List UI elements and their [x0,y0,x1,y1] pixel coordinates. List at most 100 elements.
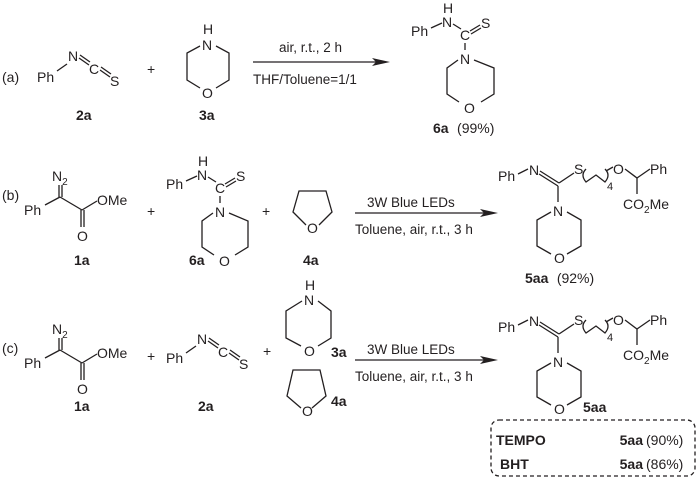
bond [81,200,98,211]
bond [517,319,529,326]
plus-sign: + [263,343,271,359]
atom-n: N [529,313,539,329]
additive-product: 5aa [620,432,644,448]
ring-bonds [292,190,333,226]
chain-bonds [582,319,609,334]
atom-s: S [574,161,583,177]
bond [208,337,220,346]
bond [44,196,61,206]
compound-1a-structure: N2 Ph OMe O [24,168,128,244]
bond [228,352,240,361]
atom-n: N [68,48,78,64]
atom-ph: Ph [166,350,183,366]
bond [538,173,559,187]
atom-c: C [460,27,470,43]
ring-bonds-right [317,300,332,347]
compound-label-6a: 6a [433,120,449,136]
atom-h: H [198,153,208,169]
bond [452,23,462,30]
additives-box: TEMPO 5aa (90%) BHT 5aa (86%) [490,419,696,477]
plus-sign: + [262,203,270,219]
atom-n: N [442,14,452,30]
atom-n: N [202,37,212,53]
compound-4a-structure: O [292,190,333,236]
bond [207,176,217,183]
group-co2me: CO2Me [623,196,669,216]
atom-n2: N2 [52,168,68,188]
conditions-below: THF/Toluene=1/1 [253,72,357,87]
atom-ph: Ph [498,319,515,335]
dashed-border [490,419,696,477]
atom-o: O [554,401,565,417]
compound-label-5aa: 5aa [525,270,549,286]
bond [430,22,443,29]
row-label-c: (c) [2,340,18,356]
ring-bonds [286,369,327,409]
atom-o: O [219,253,230,269]
compound-1a-structure: N2 Ph OMe O [24,321,128,397]
compound-2a-structure: Ph N C S [37,48,119,89]
atom-o: O [77,228,88,244]
compound-6a-structure: H Ph N C S N O [411,0,495,116]
compound-5aa-structure: Ph N S 4 O Ph CO2Me N O [498,161,669,266]
ring-bonds-right [566,211,582,255]
ring-bonds-right [215,45,230,89]
atom-n: N [215,204,225,220]
compound-label-2a: 2a [76,107,92,123]
bond [229,349,241,358]
atom-n: N [553,203,563,219]
bond [624,319,638,330]
additive-result-bht: 5aa [620,456,644,472]
atom-s: S [239,356,248,372]
additive-yield-bht: (86%) [646,456,683,472]
atom-ph: Ph [411,23,428,39]
atom-n: N [460,51,470,67]
reaction-arrow-b: 3W Blue LEDs Toluene, air, r.t., 3 h [355,195,498,237]
atom-h: H [203,21,213,37]
atom-o: O [202,85,213,101]
bond [636,319,651,330]
atom-h: H [305,277,315,293]
product-label-6a: 6a (99%) [433,120,494,137]
compound-label-3a: 3a [199,107,215,123]
ring-bonds-left [446,59,460,103]
additive-product: 5aa [620,456,644,472]
atom-ph: Ph [498,168,515,184]
repeat-count: 4 [607,181,613,193]
atom-n: N [197,331,207,347]
bond [224,177,236,185]
conditions-above: air, r.t., 2 h [279,40,342,55]
group-co2me: CO2Me [623,347,669,367]
additive-name-bht: BHT [500,456,529,472]
bond [100,66,112,75]
bond [44,349,61,359]
bond [78,57,90,66]
compound-label-3a: 3a [331,344,347,360]
compound-label-1a: 1a [74,398,90,414]
atom-o: O [613,312,624,328]
row-a: (a) Ph N C S 2a + H N O 3a air, r.t., 2 … [2,0,495,137]
compound-label-2a: 2a [198,398,214,414]
bond [56,63,68,72]
plus-sign: + [147,348,155,364]
atom-ph: Ph [650,312,667,328]
bond [469,24,481,32]
row-c: (c) N2 Ph OMe O 1a + Ph N C S [2,277,696,477]
plus-sign: + [147,61,155,77]
conditions-below: Toluene, air, r.t., 3 h [355,222,473,237]
atom-n: N [304,292,314,308]
atom-o: O [304,343,315,359]
bond [605,317,614,323]
bond [185,345,197,354]
ring-bonds-left [201,212,215,256]
compound-label-1a: 1a [74,252,90,268]
atom-s: S [481,15,490,31]
additive-name-tempo: TEMPO [496,432,546,448]
bond [59,349,83,364]
row-label-b: (b) [2,187,19,203]
bond [517,168,529,175]
atom-ph: Ph [24,202,41,218]
yield-5aa: (92%) [557,270,594,286]
atom-s: S [574,312,583,328]
